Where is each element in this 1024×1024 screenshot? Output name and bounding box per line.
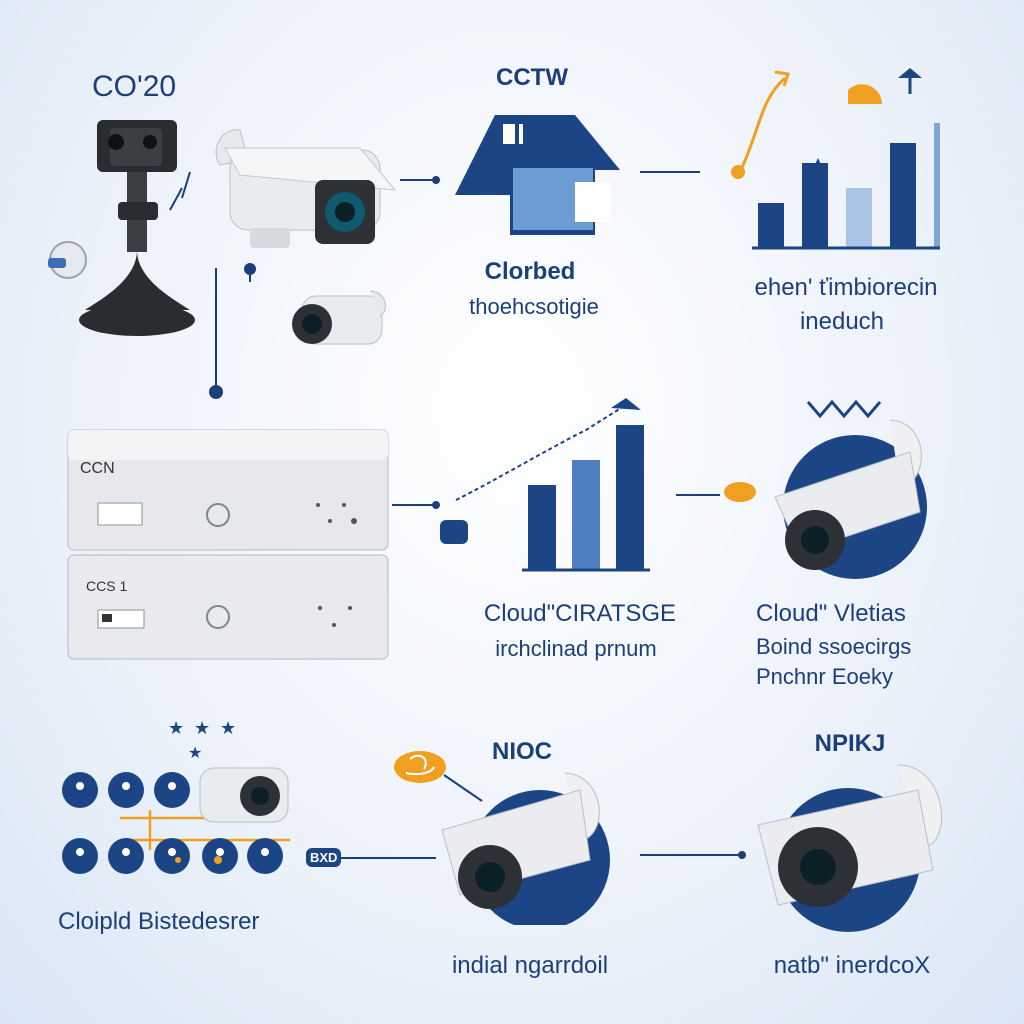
chart-bar (802, 163, 828, 248)
video-sub-1: Boind ssoecirgs (756, 634, 912, 659)
star-icon: ★ (188, 745, 202, 762)
network-label: Cloipld Bistedesrer (58, 908, 260, 935)
video-sub-2: Pnchnr Eoeky (756, 664, 893, 689)
star-icon: ★ (220, 718, 236, 738)
house-icon (455, 115, 620, 235)
niqc-sub: indial ngarrdoil (451, 952, 609, 979)
npikj-title: NPIKJ (814, 730, 886, 757)
chart-bar (572, 460, 600, 570)
chart-bar (616, 425, 644, 570)
cloud-chip-icon (440, 520, 468, 544)
chart-bar (890, 143, 916, 248)
growth-bar-chart (731, 68, 940, 250)
chart-bar (846, 188, 872, 248)
star-icon: ★ (194, 718, 210, 738)
niqc-camera-icon (394, 751, 610, 925)
pin-icon (244, 263, 256, 282)
cctw-title: CCTW (496, 64, 568, 91)
cloud-label-2: thoehcsotigie (469, 294, 599, 319)
chart-bar (934, 123, 940, 248)
cloud-label-1: Clorbed (484, 258, 576, 285)
corner-code: CO'20 (92, 70, 177, 103)
orange-dot-icon (731, 165, 745, 179)
up-arrow-icon (611, 398, 641, 410)
growth-label-2: ineduch (799, 308, 885, 335)
growth-label-1: ehen' ťimbiorecin (754, 274, 938, 301)
chart-bar (528, 485, 556, 570)
orange-dot-icon (724, 482, 756, 502)
small-camera-icon (292, 290, 386, 345)
storage-sub: irchclinad prnum (495, 636, 657, 661)
bullet-camera-icon (215, 129, 397, 248)
nvr-recorder-icon (67, 429, 389, 660)
network-nodes-icon: ★ ★ ★ ★ (62, 718, 289, 874)
star-icon: ★ (168, 718, 184, 738)
npikj-camera-icon (757, 764, 943, 932)
stand-camera-icon (48, 120, 195, 336)
nvr-top-label: CCN (80, 460, 115, 477)
niqc-title: NIOC (492, 738, 552, 765)
storage-bar-chart (440, 398, 650, 572)
up-arrow-icon (898, 68, 922, 78)
dome-camera-icon (724, 399, 927, 579)
chart-bar (758, 203, 784, 248)
nvr-bottom-label: CCS 1 (86, 578, 128, 594)
link-badge: BXD (306, 848, 342, 867)
storage-title: Cloud"CIRATSGE (483, 600, 677, 627)
npikj-sub: natb" inerdcoX (773, 952, 931, 979)
sun-icon (848, 84, 882, 104)
video-title: Cloud" Vletias (756, 600, 906, 627)
